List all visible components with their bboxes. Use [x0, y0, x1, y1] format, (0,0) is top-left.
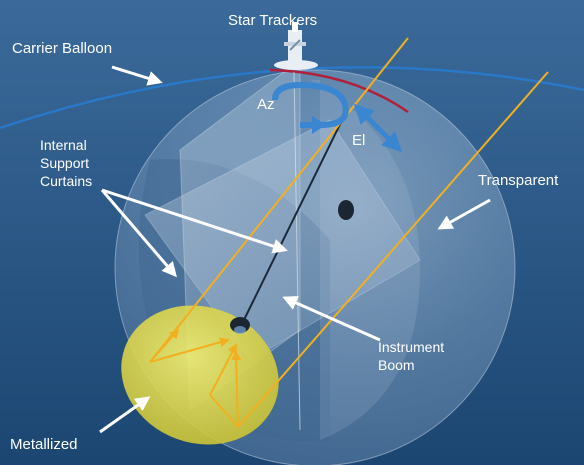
mount-arc [269, 68, 409, 114]
carrier-balloon-label: Carrier Balloon [12, 40, 113, 57]
az-rotation-arrow [272, 81, 349, 128]
metallized-reflector [121, 305, 279, 445]
star-tracker-icon [274, 22, 318, 70]
el-label: El [352, 132, 366, 149]
instrument-boom [239, 107, 349, 329]
transparent-hemisphere [310, 80, 420, 440]
el-arrow [353, 103, 403, 153]
az-label: Az [257, 96, 275, 113]
metallized-label: Metallized [10, 436, 78, 453]
transparent-label: Transparent [478, 172, 559, 189]
pointer-arrows [99, 65, 491, 434]
boom-weight [338, 200, 354, 220]
internal-support-curtains-label: Internal Support Curtains [40, 137, 93, 189]
light-rays [149, 37, 549, 428]
instrument-boom-label: Instrument Boom [378, 339, 445, 373]
vertical-axis [293, 71, 301, 431]
star-trackers-label: Star Trackers [228, 12, 318, 29]
